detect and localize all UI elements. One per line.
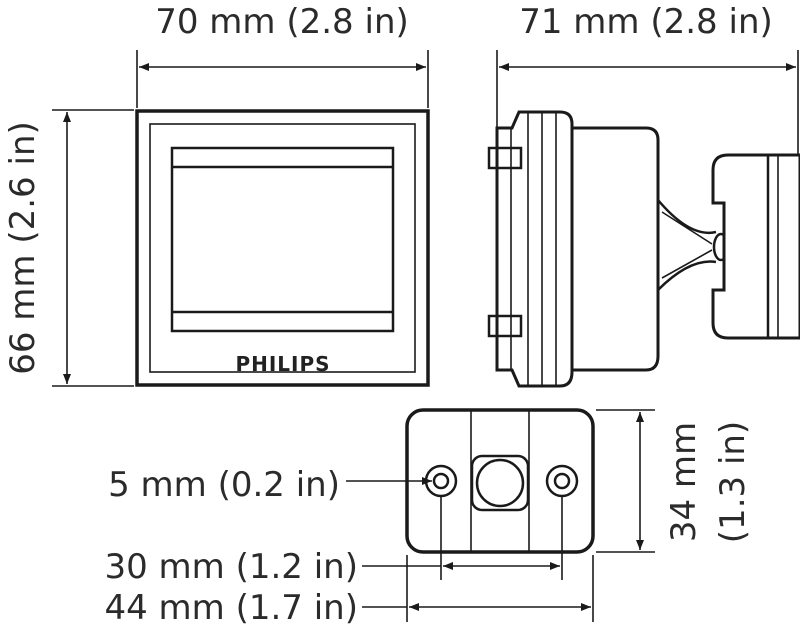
base-center-boss — [470, 454, 530, 512]
hole-diameter-label: 5 mm (0.2 in) — [108, 465, 340, 505]
front-height-dimension: 66 mm (2.6 in) — [3, 109, 134, 387]
front-view: PHILIPS — [135, 109, 430, 387]
base-view — [405, 408, 595, 554]
side-view — [487, 110, 800, 388]
hole-diameter-dimension: 5 mm (0.2 in) — [108, 465, 432, 505]
philips-logo: PHILIPS — [235, 352, 330, 376]
base-height-label-in: (1.3 in) — [713, 421, 753, 543]
front-height-label: 66 mm (2.6 in) — [3, 121, 43, 375]
base-height-dimension: 34 mm (1.3 in) — [596, 409, 753, 553]
side-width-dimension: 71 mm (2.8 in) — [496, 2, 799, 155]
base-height-label-mm: 34 mm — [664, 422, 704, 542]
side-bezel — [495, 110, 574, 388]
front-width-dimension: 70 mm (2.8 in) — [136, 2, 429, 108]
front-bezel-inner — [149, 123, 416, 373]
base-width-label: 44 mm (1.7 in) — [104, 588, 358, 628]
front-housing — [135, 109, 430, 387]
base-width-dimension: 44 mm (1.7 in) — [104, 555, 594, 628]
side-width-label: 71 mm (2.8 in) — [519, 2, 773, 42]
front-panel — [170, 146, 395, 333]
front-width-label: 70 mm (2.8 in) — [155, 2, 409, 42]
hole-spacing-dimension: 30 mm (1.2 in) — [104, 496, 563, 587]
side-mount-base — [711, 153, 800, 340]
hole-spacing-label: 30 mm (1.2 in) — [104, 547, 358, 587]
side-body — [570, 126, 660, 372]
